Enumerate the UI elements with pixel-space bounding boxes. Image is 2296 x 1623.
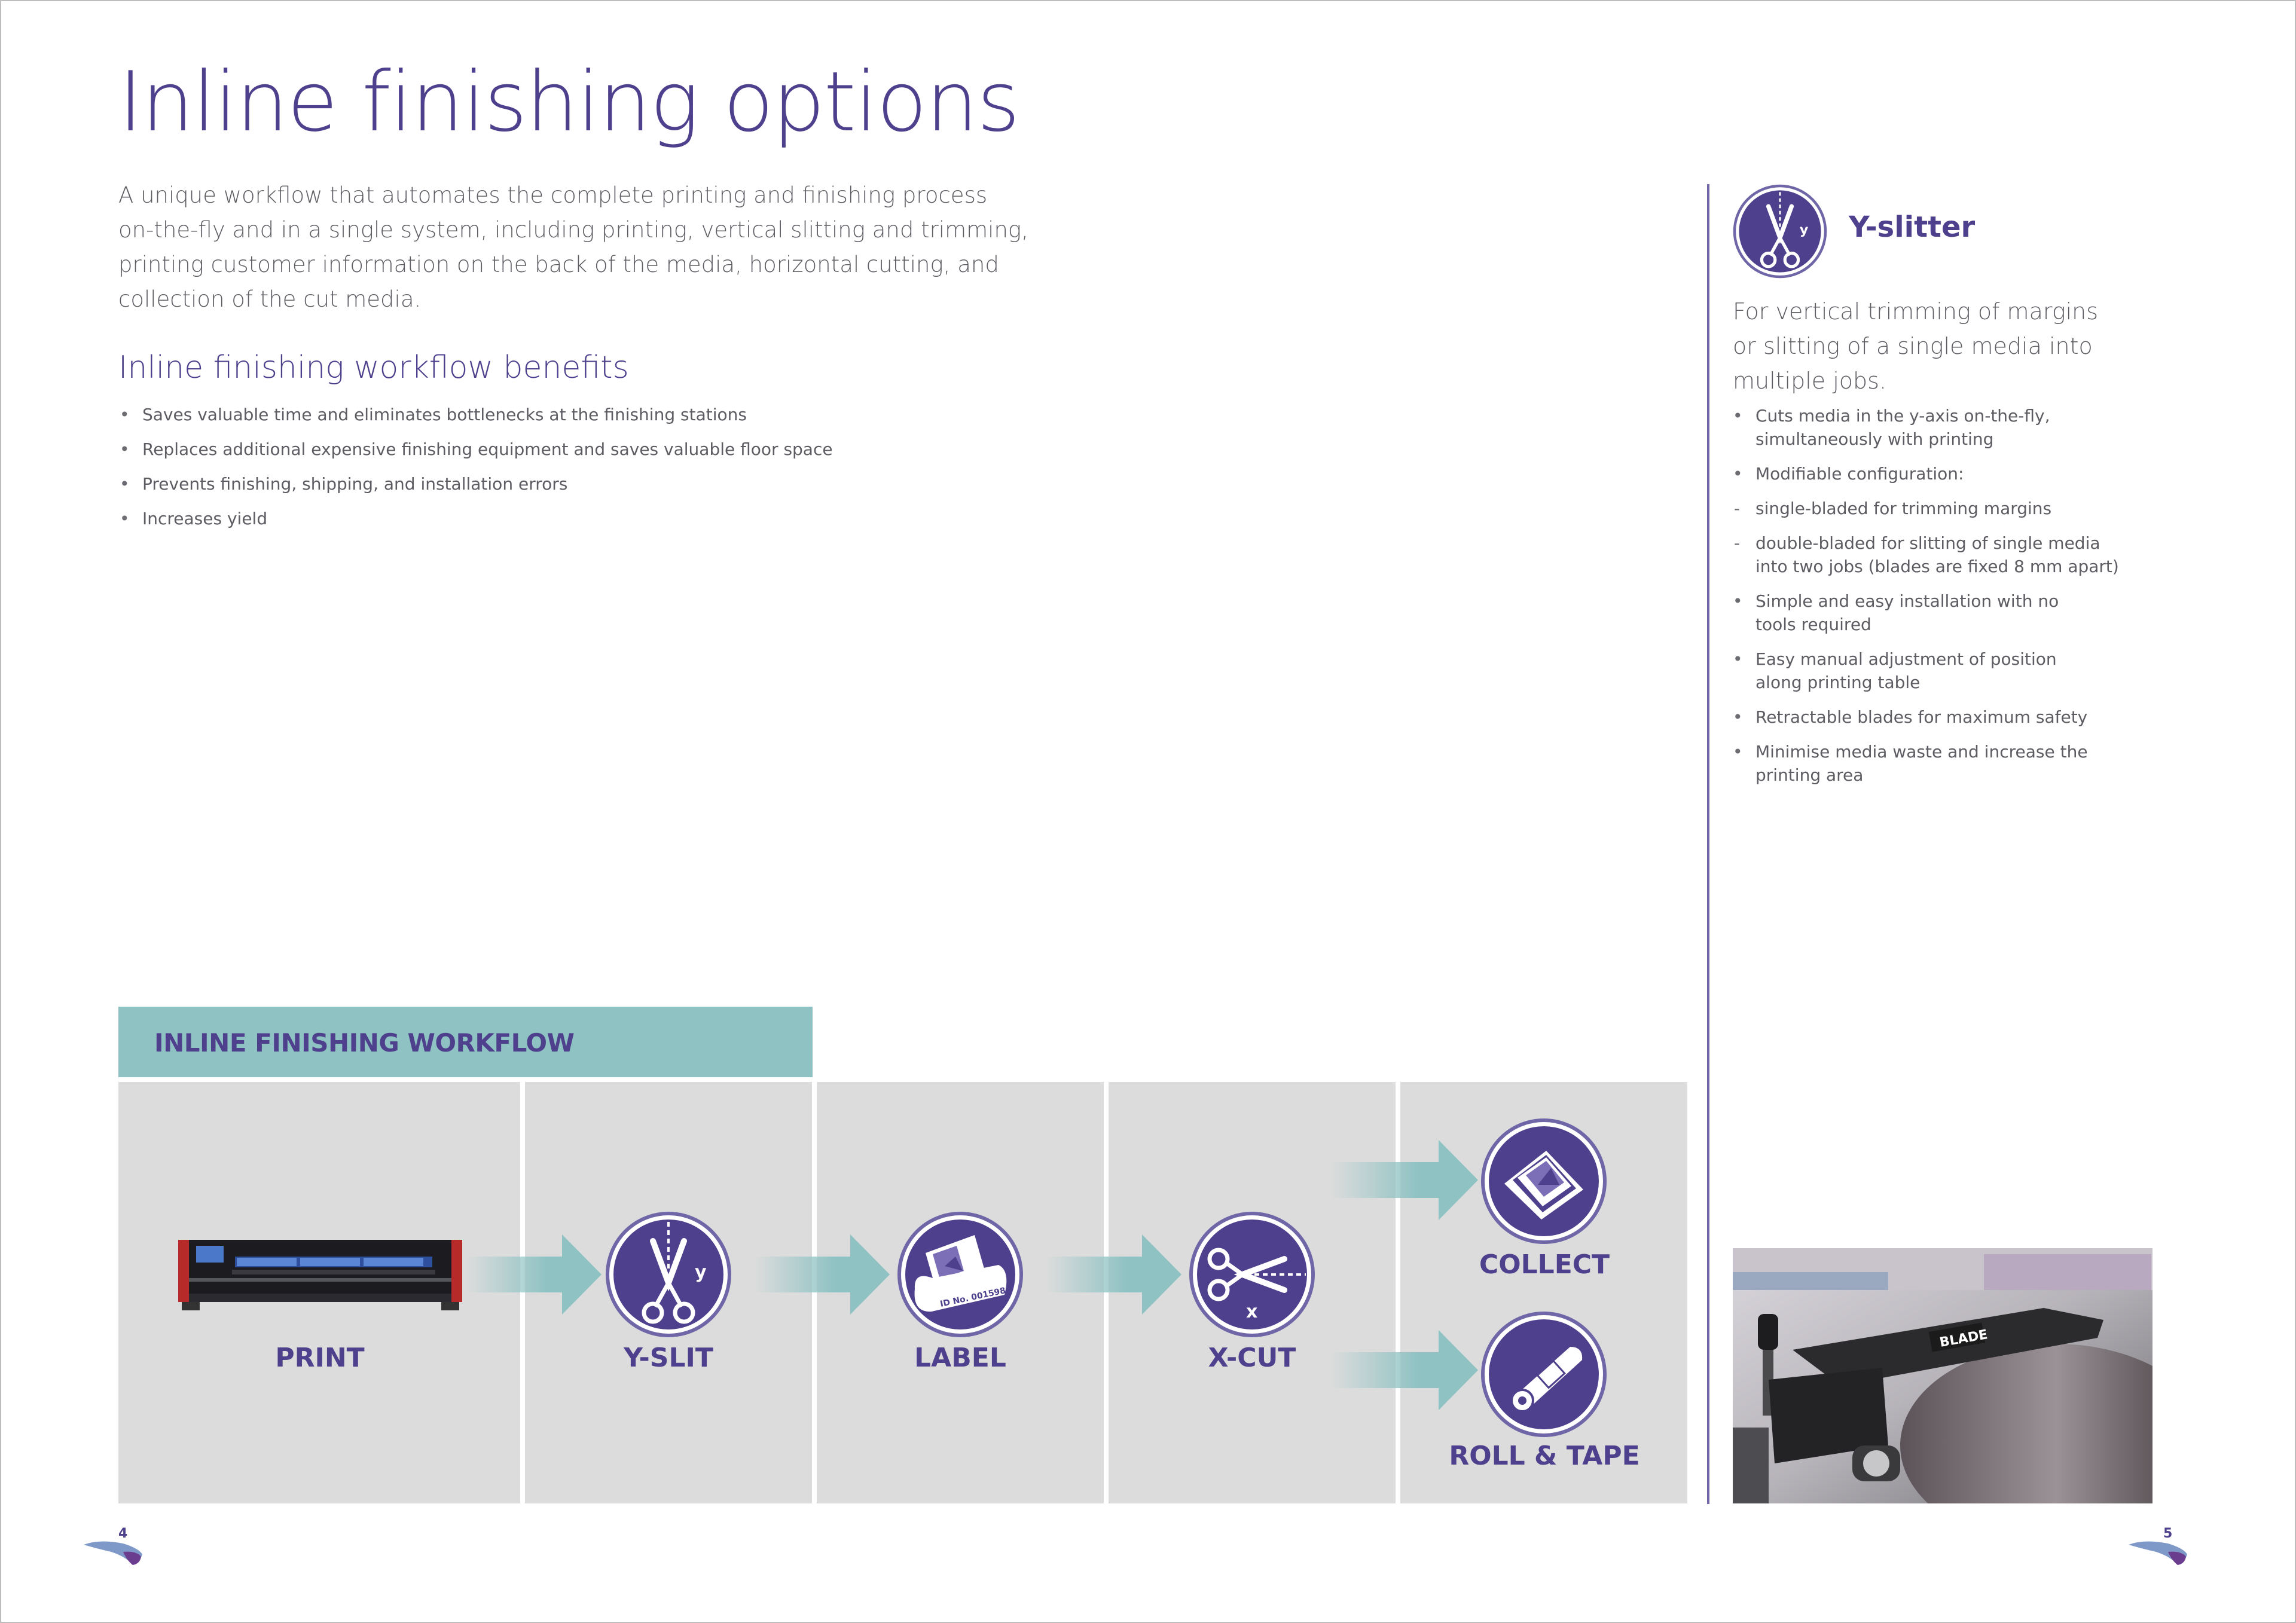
intro-line: A unique workflow that automates the com… bbox=[118, 182, 988, 208]
list-item: Retractable blades for maximum safety bbox=[1733, 705, 2119, 729]
icon-letter: y bbox=[695, 1262, 707, 1283]
arrow-to-collect bbox=[1331, 1140, 1478, 1220]
list-item: Cuts media in the y-axis on-the-fly,simu… bbox=[1733, 404, 2119, 451]
icon-letter: x bbox=[1246, 1301, 1257, 1322]
workflow-heading: INLINE FINISHING WORKFLOW bbox=[154, 1028, 575, 1057]
benefits-list: Saves valuable time and eliminates bottl… bbox=[118, 398, 833, 536]
arrow-yslit-label bbox=[755, 1234, 890, 1315]
blade-photo: BLADE bbox=[1733, 1248, 2152, 1503]
list-item: Increases yield bbox=[118, 502, 833, 536]
y-slitter-icon: y bbox=[1733, 184, 1827, 279]
brand-drop-icon bbox=[2129, 1541, 2187, 1565]
page-title: Inline finishing options bbox=[118, 54, 1020, 150]
page-number-right: 5 bbox=[2163, 1526, 2173, 1541]
list-item: Modifiable configuration: bbox=[1733, 462, 2119, 485]
collect-icon bbox=[1481, 1118, 1607, 1244]
intro-line: or slitting of a single media into bbox=[1733, 333, 2093, 359]
arrow-label-xcut bbox=[1046, 1234, 1181, 1315]
column-divider bbox=[1707, 184, 1709, 1504]
step-xcut: X-CUT bbox=[1208, 1343, 1296, 1373]
icon-letter: y bbox=[1800, 222, 1809, 237]
step-roll-tape: ROLL & TAPE bbox=[1449, 1441, 1640, 1471]
step-collect: COLLECT bbox=[1479, 1249, 1610, 1280]
intro-line: on-the-fly and in a single system, inclu… bbox=[118, 217, 1028, 243]
y-slitter-intro: For vertical trimming of margins or slit… bbox=[1733, 294, 2115, 398]
intro-line: multiple jobs. bbox=[1733, 368, 1887, 394]
arrow-to-roll bbox=[1331, 1330, 1478, 1410]
list-item: Simple and easy installation with notool… bbox=[1733, 589, 2119, 636]
printer-illustration bbox=[178, 1240, 462, 1310]
roll-tape-icon bbox=[1481, 1312, 1607, 1437]
step-yslit: Y-SLIT bbox=[624, 1343, 713, 1373]
y-slitter-title: Y-slitter bbox=[1849, 210, 1976, 244]
list-item: double-bladed for slitting of single med… bbox=[1733, 531, 2119, 578]
intro-line: printing customer information on the bac… bbox=[118, 252, 999, 277]
workflow-header: INLINE FINISHING WORKFLOW bbox=[118, 1007, 813, 1077]
list-item: Easy manual adjustment of positionalong … bbox=[1733, 647, 2119, 694]
y-slit-icon: y bbox=[606, 1212, 731, 1337]
page-number-left: 4 bbox=[118, 1526, 128, 1541]
list-item: single-bladed for trimming margins bbox=[1733, 497, 2119, 520]
step-label: LABEL bbox=[914, 1343, 1006, 1373]
intro-line: For vertical trimming of margins bbox=[1733, 298, 2099, 325]
list-item: Minimise media waste and increase thepri… bbox=[1733, 740, 2119, 787]
benefits-heading: Inline finishing workflow benefits bbox=[118, 350, 629, 386]
label-icon: ID No. 001598 bbox=[897, 1212, 1023, 1337]
step-print: PRINT bbox=[275, 1343, 365, 1373]
brand-drop-icon bbox=[84, 1541, 142, 1565]
arrow-print-yslit bbox=[466, 1234, 602, 1315]
y-slitter-list: Cuts media in the y-axis on-the-fly,simu… bbox=[1733, 404, 2119, 798]
intro-line: collection of the cut media. bbox=[118, 286, 422, 312]
x-cut-icon: x bbox=[1189, 1212, 1315, 1337]
intro-paragraph: A unique workflow that automates the com… bbox=[118, 178, 1028, 317]
list-item: Saves valuable time and eliminates bottl… bbox=[118, 398, 833, 432]
list-item: Replaces additional expensive finishing … bbox=[118, 432, 833, 467]
list-item: Prevents finishing, shipping, and instal… bbox=[118, 467, 833, 502]
